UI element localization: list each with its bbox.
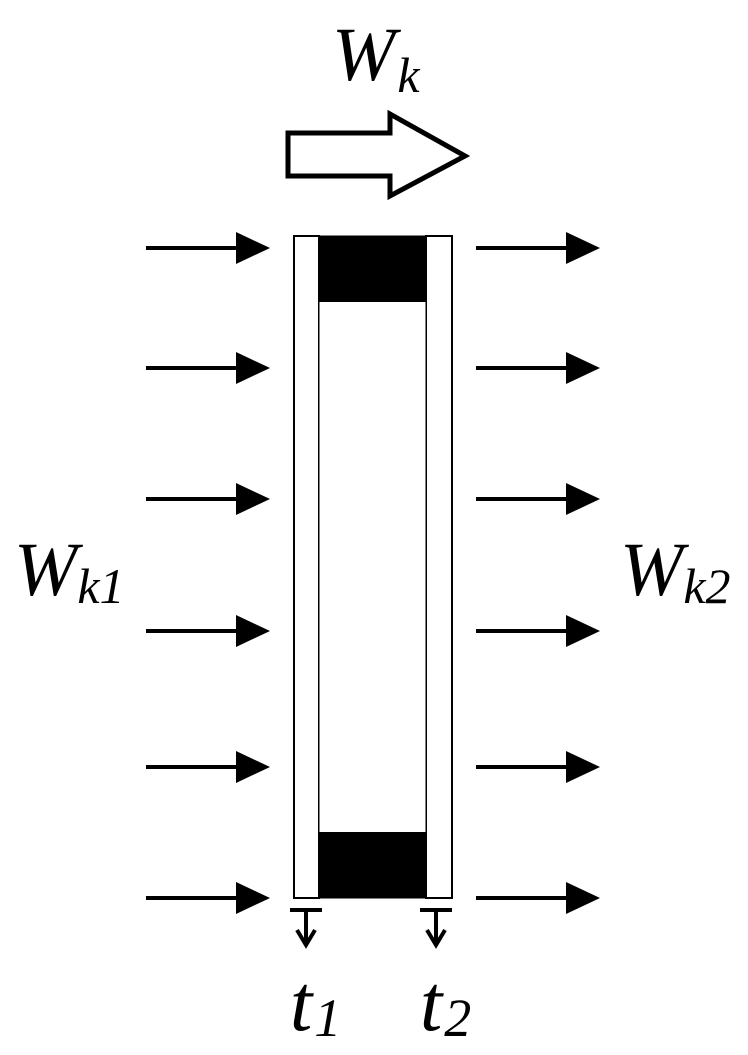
incoming-arrows (146, 232, 270, 914)
t1-label: t1 (290, 960, 341, 1048)
gap-cavity (318, 235, 427, 899)
outgoing-arrow (476, 483, 600, 515)
incoming-arrow (146, 882, 270, 914)
outgoing-arrow (476, 751, 600, 783)
top-flux-label: Wk (332, 13, 420, 103)
incoming-arrow (146, 615, 270, 647)
outgoing-arrow (476, 615, 600, 647)
left-flux-label: Wk1 (14, 528, 125, 614)
t2-label: t2 (420, 960, 471, 1048)
probe-t1 (290, 908, 322, 949)
overall-heat-flow-arrow (285, 109, 471, 201)
outgoing-arrow (476, 232, 600, 264)
top-spacer (319, 236, 426, 302)
right-flux-label: Wk2 (620, 528, 731, 614)
incoming-arrow (146, 751, 270, 783)
incoming-arrow (146, 352, 270, 384)
outer-pane (293, 235, 320, 899)
probe-t2 (420, 908, 452, 949)
incoming-arrow (146, 483, 270, 515)
incoming-arrow (146, 232, 270, 264)
bottom-spacer (319, 832, 426, 898)
outgoing-arrows (476, 232, 600, 914)
inner-pane (425, 235, 453, 899)
outgoing-arrow (476, 352, 600, 384)
glazing-unit (293, 235, 453, 899)
outgoing-arrow (476, 882, 600, 914)
